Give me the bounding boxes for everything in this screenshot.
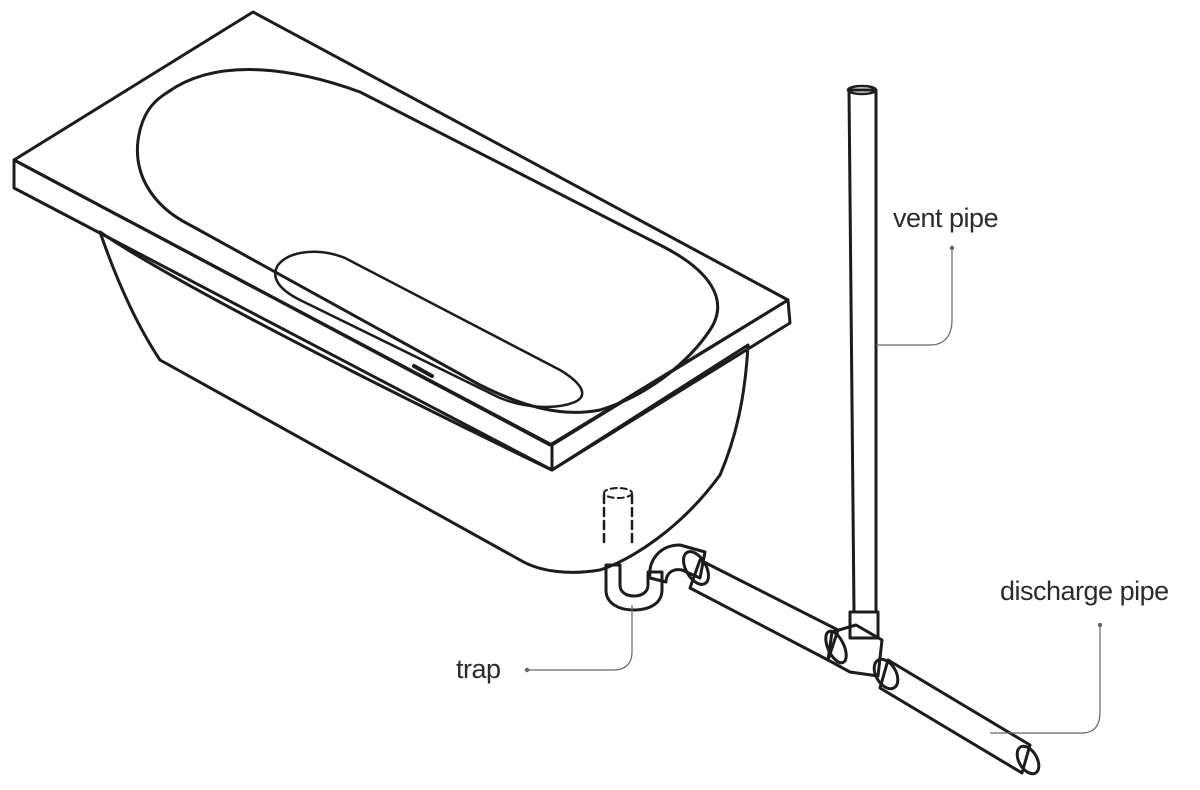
elbow-fitting [648, 543, 707, 584]
discharge-pipework [648, 543, 1041, 776]
drain-hole [412, 364, 434, 378]
label-discharge-pipe: discharge pipe [1000, 576, 1169, 606]
leader-trap [527, 605, 633, 671]
tub-rim-edge [12, 158, 554, 472]
label-vent-pipe: vent pipe [893, 203, 998, 233]
tub-basin [135, 68, 720, 414]
leader-lines [524, 245, 1103, 734]
discharge-pipe [878, 658, 1032, 775]
vent-collar [848, 610, 880, 640]
bathtub [12, 10, 792, 574]
leader-discharge-pipe [990, 625, 1101, 734]
trap-water [604, 563, 664, 612]
vent-pipe-body [847, 88, 878, 614]
tub-basin-floor [274, 250, 584, 409]
hidden-waste-outlet [602, 487, 634, 547]
leader-vent-pipe [876, 248, 953, 346]
vent-pipe [846, 84, 880, 640]
tub-rim [12, 10, 790, 447]
tub-rim-side [550, 298, 792, 472]
branch-pipe [688, 558, 840, 662]
junction-fitting [826, 623, 884, 678]
tub-body [98, 230, 750, 574]
trap [604, 563, 664, 612]
label-trap: trap [456, 654, 501, 684]
